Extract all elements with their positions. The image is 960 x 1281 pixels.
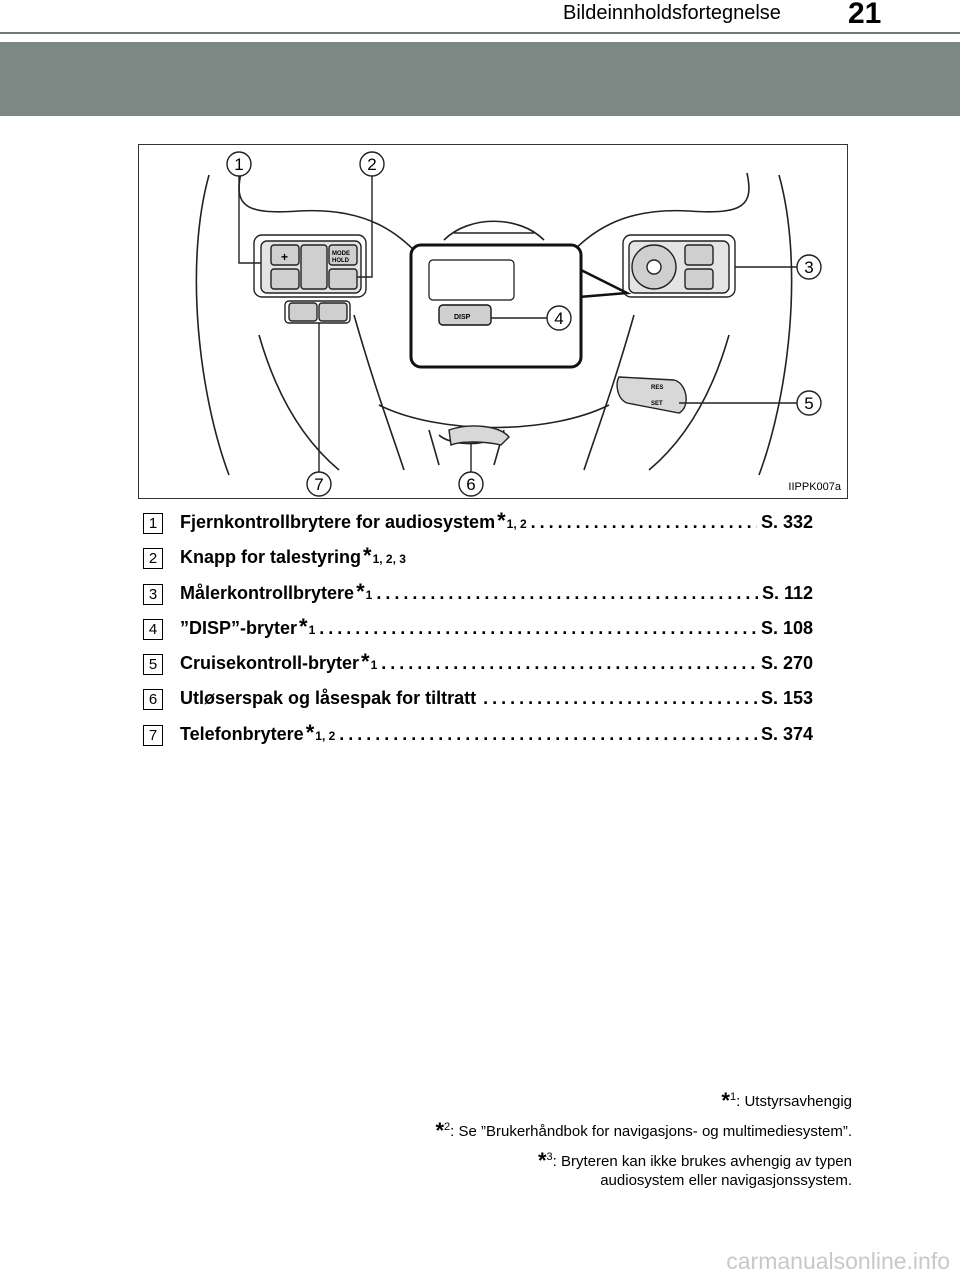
footnote-asterisk: * [537,1148,547,1173]
page-reference[interactable]: S. 112 [761,582,813,603]
footnote-number: 2 [444,1121,451,1133]
callout-3: 3 [804,258,813,277]
callout-4: 4 [554,309,563,328]
steering-wheel-illustration: + MODE HOLD DISP RES SET [138,144,848,499]
dot-leader: ........................................… [319,617,757,638]
item-label: Telefonbrytere [180,723,304,744]
header-divider [0,32,960,34]
dot-leader: ........................................… [376,582,758,603]
figure-id: IIPPK007a [788,481,841,493]
item-number: 4 [143,618,163,640]
dot-leader: ........................................… [530,512,757,532]
footnote-ref: 1 [308,622,316,637]
set-label: SET [651,401,663,407]
callout-6: 6 [466,475,475,494]
page-reference[interactable]: S. 374 [760,723,813,744]
section-title: Bildeinnholdsfortegnelse [563,2,781,24]
header-banner [0,42,960,116]
item-number: 6 [143,689,163,711]
footnote: *2: Se ”Brukerhåndbok for navigasjons- o… [292,1118,852,1143]
item-label: Målerkontrollbrytere [180,582,355,603]
footnote: *1: Utstyrsavhengig [292,1088,852,1113]
item-number: 7 [143,724,163,746]
footnote-asterisk: * [435,1118,445,1143]
footnote-number: 1 [729,1091,737,1103]
footnote-ref: 1, 2, 3 [372,552,406,567]
item-label: Knapp for talestyring [180,547,362,568]
callout-7: 7 [314,475,323,494]
footnote-text: : Se ”Brukerhåndbok for navigasjons- og … [450,1123,852,1140]
res-label: RES [651,385,663,391]
disp-label: DISP [454,314,471,321]
hold-label: HOLD [332,258,350,264]
footnote-ref: 1 [370,658,378,673]
page-reference[interactable]: S. 332 [760,512,813,532]
page-reference[interactable]: S. 270 [760,653,813,674]
footnote-text: : Bryteren kan ikke brukes avhengig av t… [552,1153,852,1170]
dot-leader: ........................................… [381,653,757,674]
item-label: ”DISP”-bryter [180,617,298,638]
item-number: 3 [143,583,163,605]
footnote: *3: Bryteren kan ikke brukes avhengig av… [292,1148,852,1190]
page-reference[interactable]: S. 153 [760,688,813,709]
mode-label: MODE [332,251,350,257]
callout-1: 1 [234,155,243,174]
footnotes: *1: Utstyrsavhengig*2: Se ”Brukerhåndbok… [292,1088,852,1197]
dot-leader: ........................................… [339,723,757,744]
footnote-number: 3 [546,1151,553,1163]
item-label: Cruisekontroll-bryter [180,653,360,674]
item-number: 1 [143,513,163,534]
item-number: 5 [143,654,163,676]
callout-2: 2 [367,155,376,174]
footnote-ref: 1, 2 [506,517,527,531]
item-label: Utløserspak og låsespak for tiltratt [180,688,477,709]
footnote-text: : Utstyrsavhengig [736,1093,852,1110]
page-number: 21 [848,0,882,30]
item-number: 2 [143,548,163,570]
watermark: carmanualsonline.info [726,1248,950,1274]
list-item[interactable]: 4”DISP”-bryter*1........................… [143,614,823,649]
svg-text:+: + [281,250,288,264]
footnote-ref: 1, 2 [315,728,336,743]
page-reference[interactable]: S. 108 [760,617,813,638]
callout-5: 5 [804,394,813,413]
list-item[interactable]: 6 Utløserspak og låsespak for tiltratt...… [143,684,823,719]
item-label: Fjernkontrollbrytere for audiosystem [180,512,496,532]
dot-leader: ........................................… [483,688,757,709]
footnote-text-continued: audiosystem eller navigasjonssystem. [600,1172,852,1189]
steering-wheel-drawing: + MODE HOLD DISP RES SET [195,151,822,497]
footnote-asterisk: * [721,1088,730,1113]
footnote-ref: 1 [365,587,373,602]
